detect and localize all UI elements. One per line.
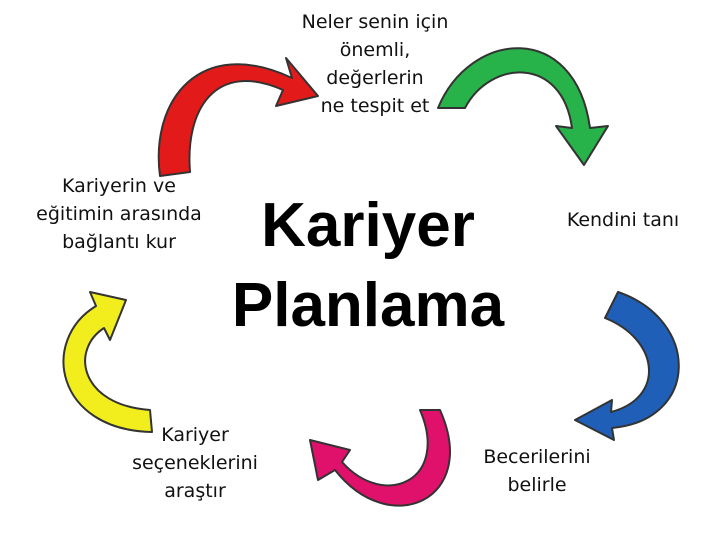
title-line: Planlama: [231, 271, 505, 340]
step-line: Kendini tanı: [566, 209, 680, 231]
step-line: ne tespit et: [320, 95, 430, 117]
step-connect-career-education-label: Kariyerin ve eğitimin arasında bağlantı …: [4, 172, 234, 256]
step-line: Kariyer: [161, 424, 229, 446]
step-know-yourself-label: Kendini tanı: [548, 206, 698, 234]
step-line: eğitimin arasında: [36, 203, 202, 225]
step-line: Kariyerin ve: [62, 175, 176, 197]
step-line: belirle: [507, 474, 567, 496]
step-skills-label: Becerilerini belirle: [462, 443, 612, 499]
step-explore-options-label: Kariyer seçeneklerini araştır: [130, 421, 260, 505]
step-line: Neler senin için: [301, 11, 449, 33]
step-line: değerlerin: [326, 67, 424, 89]
step-line: Becerilerini: [483, 446, 591, 468]
title-line: Kariyer: [261, 191, 475, 260]
step-line: araştır: [164, 480, 226, 502]
diagram-title: Kariyer Planlama: [208, 186, 528, 346]
step-line: bağlantı kur: [62, 231, 176, 253]
step-values-label: Neler senin için önemli, değerlerin ne t…: [270, 8, 480, 120]
step-line: önemli,: [339, 39, 411, 61]
step-line: seçeneklerini: [132, 452, 258, 474]
